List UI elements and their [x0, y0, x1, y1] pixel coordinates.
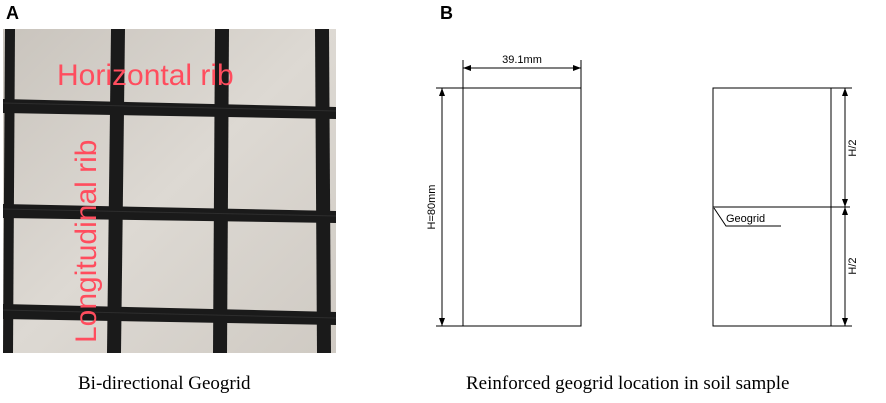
horizontal-rib-2: [3, 204, 336, 223]
height-dimension-text: H=80mm: [426, 185, 438, 230]
horizontal-rib-label: Horizontal rib: [57, 59, 234, 92]
panel-b-label: B: [440, 3, 453, 23]
half-top-text: H/2: [847, 139, 859, 156]
geogrid-leader: [713, 207, 781, 227]
panel-a-label: A: [6, 3, 19, 23]
caption-b: Reinforced geogrid location in soil samp…: [466, 373, 790, 394]
geogrid-photo: Horizontal rib Longitudinal rib: [3, 29, 336, 353]
horizontal-rib-1: [3, 99, 336, 119]
soil-sample-left: [462, 87, 582, 327]
width-dimension-text: 39.1mm: [502, 54, 542, 66]
geogrid-label: Geogrid: [726, 213, 765, 225]
caption-a: Bi-directional Geogrid: [78, 373, 251, 394]
geogrid-mesh: [3, 29, 336, 353]
half-bottom-text: H/2: [847, 257, 859, 274]
